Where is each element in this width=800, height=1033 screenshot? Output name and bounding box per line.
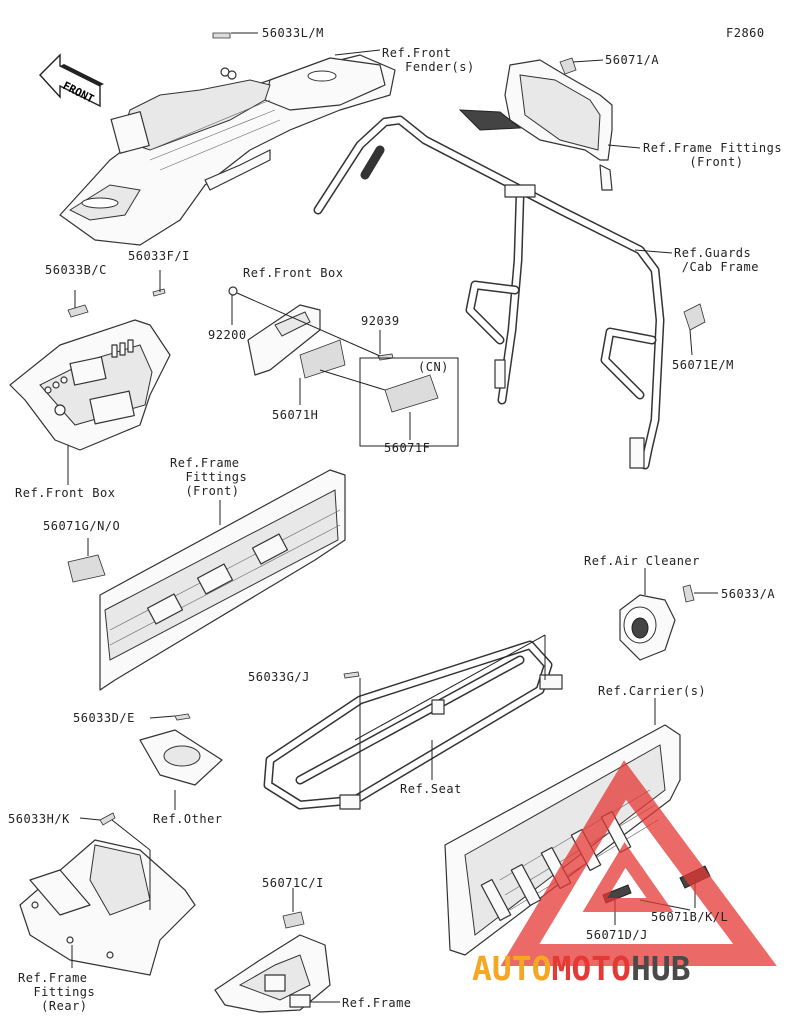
label-92200: 92200 bbox=[208, 328, 247, 342]
cab-frame bbox=[313, 115, 706, 470]
label-56071C-I: 56071C/I bbox=[262, 876, 324, 890]
label-56071F: 56071F bbox=[384, 441, 431, 455]
label-56033L-M: 56033L/M bbox=[262, 26, 324, 40]
label-56033F-I: 56033F/I bbox=[128, 249, 190, 263]
label-ref-frame-fittings-rear: Ref.Frame Fittings (Rear) bbox=[18, 971, 96, 1013]
label-cn: (CN) bbox=[418, 360, 449, 374]
watermark-auto: AUTO bbox=[472, 949, 551, 988]
label-56071G-N-O: 56071G/N/O bbox=[43, 519, 121, 533]
frame-bottom bbox=[214, 911, 331, 1013]
label-56071H: 56071H bbox=[272, 408, 319, 422]
front-direction-arrow: FRONT bbox=[39, 53, 104, 108]
cn-variant-box bbox=[359, 357, 459, 447]
front-box-lid bbox=[228, 286, 394, 379]
label-ref-front-box-bottom: Ref.Front Box bbox=[15, 486, 116, 500]
label-56071B-K-L: 56071B/K/L bbox=[651, 910, 729, 924]
front-box-panel bbox=[9, 288, 171, 451]
label-56033D-E: 56033D/E bbox=[73, 711, 135, 725]
label-ref-seat: Ref.Seat bbox=[400, 782, 462, 796]
watermark-logo bbox=[500, 760, 777, 966]
label-ref-frame-fittings-front-2: Ref.Frame Fittings (Front) bbox=[170, 456, 248, 498]
svg-text:AUTOMOTOHUB: AUTOMOTOHUB bbox=[472, 949, 691, 988]
seat-frame bbox=[263, 640, 563, 810]
frame-fittings-front-top bbox=[458, 57, 613, 191]
label-56071-A: 56071/A bbox=[605, 53, 660, 67]
figure-code: F2860 bbox=[726, 26, 765, 40]
label-56033-A: 56033/A bbox=[721, 587, 776, 601]
label-ref-front-fender: Ref.Front Fender(s) bbox=[382, 46, 475, 74]
watermark-hub: HUB bbox=[631, 949, 691, 988]
label-ref-other: Ref.Other bbox=[153, 812, 223, 826]
label-ref-front-box-top: Ref.Front Box bbox=[243, 266, 344, 280]
label-56033H-K: 56033H/K bbox=[8, 812, 70, 826]
label-92039: 92039 bbox=[361, 314, 400, 328]
label-ref-air-cleaner: Ref.Air Cleaner bbox=[584, 554, 700, 568]
watermark-moto: MOTO bbox=[551, 949, 630, 988]
label-56071E-M: 56071E/M bbox=[672, 358, 734, 372]
other-cover bbox=[139, 713, 223, 786]
frame-fittings-rear bbox=[19, 812, 196, 976]
label-ref-guards-cab-frame: Ref.Guards /Cab Frame bbox=[674, 246, 759, 274]
label-56033B-C: 56033B/C bbox=[45, 263, 107, 277]
front-floor-assembly bbox=[59, 32, 396, 246]
label-ref-frame: Ref.Frame bbox=[342, 996, 412, 1010]
watermark-text: AUTOMOTOHUB bbox=[472, 949, 691, 988]
frame-fittings-front-panel bbox=[67, 469, 346, 691]
label-56033G-J: 56033G/J bbox=[248, 670, 310, 684]
air-cleaner bbox=[619, 584, 695, 661]
label-ref-carriers: Ref.Carrier(s) bbox=[598, 684, 707, 698]
label-56071D-J: 56071D/J bbox=[586, 928, 648, 942]
label-ref-frame-fittings-front-1: Ref.Frame Fittings (Front) bbox=[643, 141, 783, 169]
